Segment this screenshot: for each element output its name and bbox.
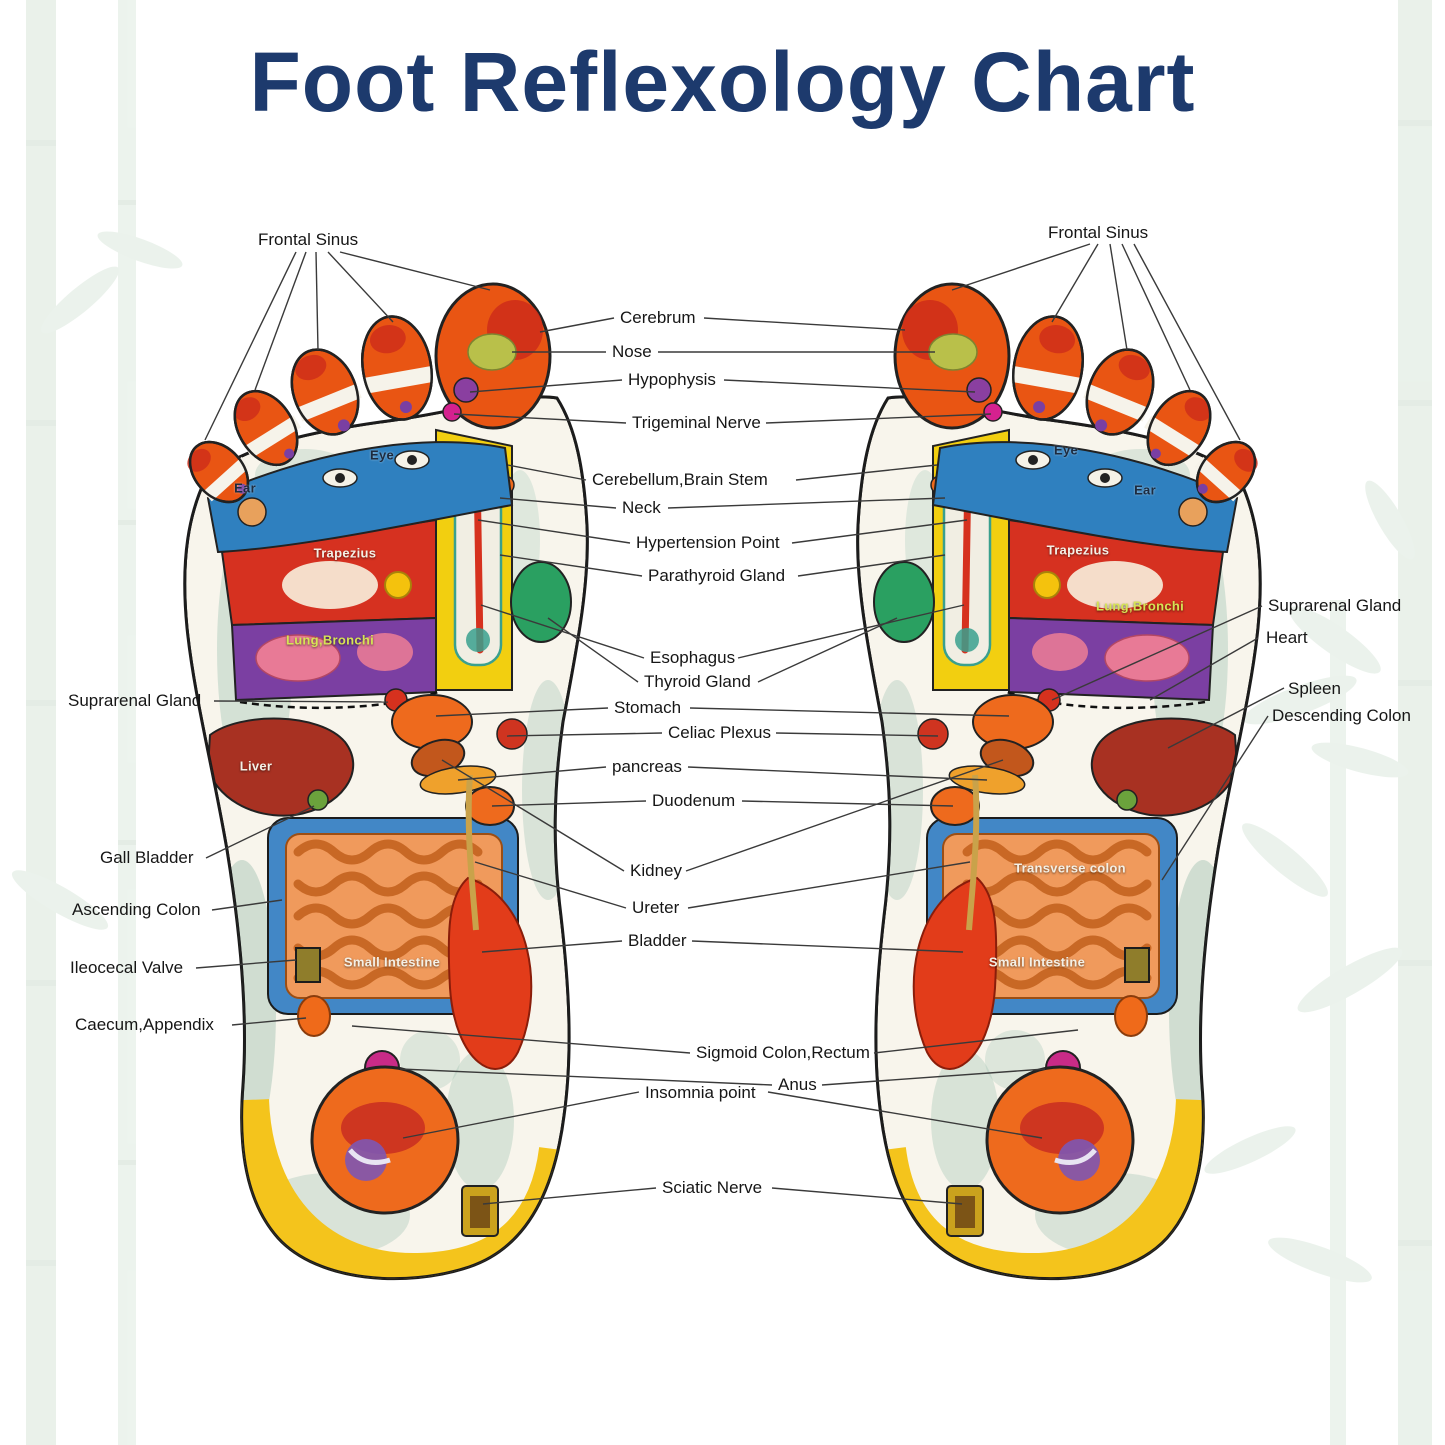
bamboo-leaves <box>11 231 1415 1283</box>
onfoot-transverse-colon: Transverse colon <box>1014 860 1126 876</box>
label-esophagus: Esophagus <box>650 648 736 667</box>
label-gall-bladder: Gall Bladder <box>100 848 194 867</box>
onfoot-small-intestine-left: Small Intestine <box>343 954 441 970</box>
leader-lines <box>195 243 1285 1205</box>
onfoot-liver: Liver <box>239 758 273 774</box>
label-spleen: Spleen <box>1288 679 1341 698</box>
onfoot-eye-right: Eye <box>1053 442 1079 458</box>
label-suprarenal-gland-left: Suprarenal Gland <box>68 691 202 710</box>
label-duodenum: Duodenum <box>652 791 736 810</box>
label-cerebellum-brain-stem: Cerebellum,Brain Stem <box>592 470 768 489</box>
label-trigeminal-nerve: Trigeminal Nerve <box>632 413 761 432</box>
onfoot-eye-left: Eye <box>369 447 395 463</box>
onfoot-trapezius-right: Trapezius <box>1046 542 1110 558</box>
label-hypertension-point: Hypertension Point <box>636 533 780 552</box>
label-heart: Heart <box>1266 628 1308 647</box>
label-thyroid-gland: Thyroid Gland <box>644 672 751 691</box>
label-frontal-sinus-right: Frontal Sinus <box>1048 223 1149 242</box>
label-nose: Nose <box>612 342 652 361</box>
label-sigmoid-colon-rectum: Sigmoid Colon,Rectum <box>696 1043 870 1062</box>
label-kidney: Kidney <box>630 861 682 880</box>
label-anus: Anus <box>778 1075 817 1094</box>
label-parathyroid-gland: Parathyroid Gland <box>648 566 786 585</box>
onfoot-trapezius-left: Trapezius <box>313 545 377 561</box>
label-bladder: Bladder <box>628 931 687 950</box>
label-stomach: Stomach <box>614 698 682 717</box>
label-descending-colon: Descending Colon <box>1272 706 1411 725</box>
label-ureter: Ureter <box>632 898 680 917</box>
onfoot-ear-left: Ear <box>234 480 256 496</box>
label-ascending-colon: Ascending Colon <box>72 900 201 919</box>
left-foot-illustration <box>178 284 588 1279</box>
bamboo-background <box>11 0 1432 1445</box>
label-ileocecal-valve: Ileocecal Valve <box>70 958 184 977</box>
label-neck: Neck <box>622 498 661 517</box>
onfoot-ear-right: Ear <box>1134 482 1156 498</box>
page-title: Foot Reflexology Chart <box>249 35 1196 129</box>
label-celiac-plexus: Celiac Plexus <box>668 723 771 742</box>
onfoot-lung-bronchi-right: Lung,Bronchi <box>1095 598 1185 614</box>
label-suprarenal-gland-right: Suprarenal Gland <box>1268 596 1402 615</box>
label-pancreas: pancreas <box>612 757 682 776</box>
onfoot-small-intestine-right: Small Intestine <box>988 954 1086 970</box>
right-foot-illustration <box>858 284 1268 1279</box>
label-sciatic-nerve: Sciatic Nerve <box>662 1178 763 1197</box>
label-hypophysis: Hypophysis <box>628 370 716 389</box>
onfoot-lung-bronchi-left: Lung,Bronchi <box>285 632 375 648</box>
label-insomnia-point: Insomnia point <box>645 1083 756 1102</box>
label-caecum-appendix: Caecum,Appendix <box>75 1015 214 1034</box>
label-frontal-sinus-left: Frontal Sinus <box>258 230 359 249</box>
label-cerebrum: Cerebrum <box>620 308 696 327</box>
